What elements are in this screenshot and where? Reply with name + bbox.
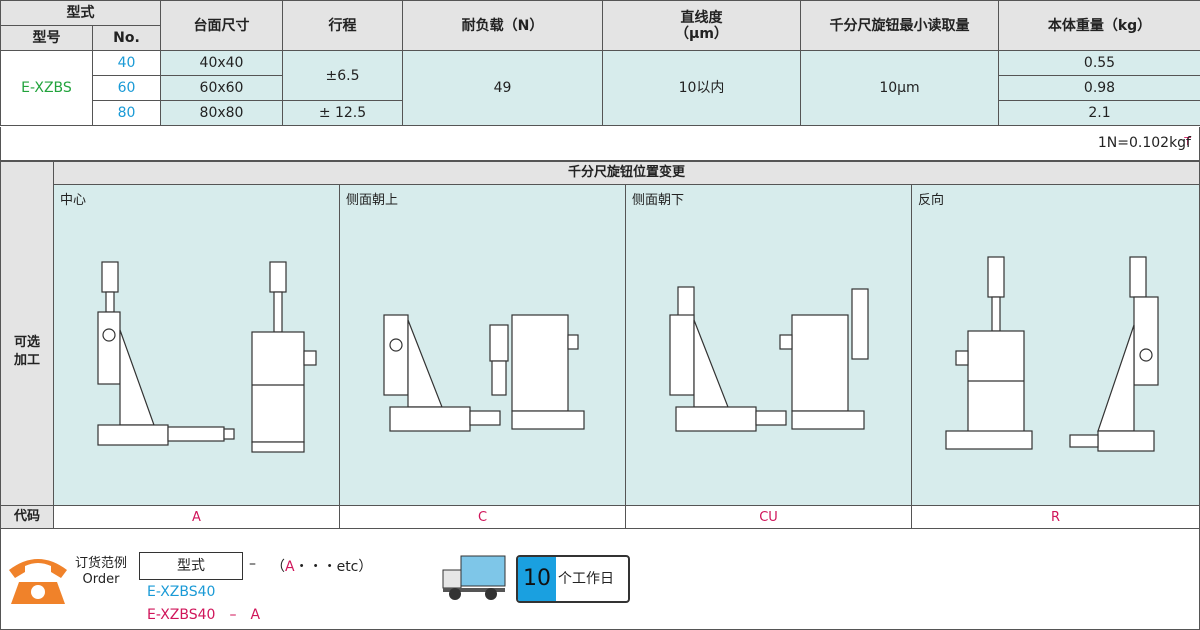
stage-side-up-drawing-icon <box>383 314 585 432</box>
code-value: A <box>54 506 340 528</box>
code-value: C <box>340 506 626 528</box>
phone-icon <box>9 559 67 604</box>
stage-reverse-drawing-icon <box>945 256 1159 452</box>
straightness-cell: 10以内 <box>602 50 801 126</box>
option-panel-center: 中心 <box>54 185 340 505</box>
no-cell: 60 <box>92 75 161 101</box>
options-header: 千分尺旋钮位置变更 <box>54 162 1199 185</box>
order-example-1: E-XZBS40 <box>147 584 216 600</box>
option-panel-side-down: 侧面朝下 <box>626 185 912 505</box>
micrometer-cell: 10μm <box>800 50 999 126</box>
spec-table: 型式 台面尺寸 行程 耐负载（N） 直线度 （μm） 千分尺旋钮最小读取量 本体… <box>0 0 1200 126</box>
code-value: R <box>1050 510 1061 525</box>
size-cell: 40x40 <box>160 50 283 76</box>
order-dash: – <box>249 556 256 572</box>
code-label: 代码 <box>1 506 54 528</box>
stage-center-drawing-icon <box>97 261 317 453</box>
model-cell: E-XZBS <box>0 50 93 126</box>
code-row: 代码 A C CU R <box>1 505 1199 528</box>
note-marker-icon: T <box>1184 135 1191 148</box>
option-panel-side-up: 侧面朝上 <box>340 185 626 505</box>
options-side-label: 可选 加工 <box>1 162 54 505</box>
stroke-large-cell: ± 12.5 <box>282 100 403 126</box>
header-micrometer: 千分尺旋钮最小读取量 <box>800 0 999 51</box>
header-model: 型号 <box>0 25 93 51</box>
order-label: 订货范例 Order <box>75 556 128 587</box>
panel-title: 反向 <box>918 193 945 208</box>
header-table-size: 台面尺寸 <box>160 0 283 51</box>
header-load: 耐负载（N） <box>402 0 603 51</box>
code-value: CU <box>626 506 912 528</box>
header-weight: 本体重量（kg） <box>998 0 1200 51</box>
order-example-2: E-XZBS40 – A <box>147 607 261 623</box>
panel-title: 中心 <box>60 193 87 208</box>
header-straightness: 直线度 （μm） <box>602 0 801 51</box>
delivery-truck-icon <box>442 555 506 600</box>
days-number: 10 <box>518 557 556 601</box>
panel-title: 侧面朝上 <box>346 193 399 208</box>
delivery-days-badge: 10 个工作日 <box>516 555 630 603</box>
option-panel-reverse: 反向 <box>912 185 1199 505</box>
options-section: 可选 加工 千分尺旋钮位置变更 中心 侧面朝上 <box>0 161 1200 529</box>
size-cell: 80x80 <box>160 100 283 126</box>
header-type-group: 型式 <box>0 0 161 26</box>
order-option-hint: （A・・・etc） <box>271 559 373 575</box>
no-cell: 80 <box>92 100 161 126</box>
weight-cell: 0.55 <box>998 50 1200 76</box>
stroke-small-cell: ±6.5 <box>282 50 403 101</box>
no-cell: 40 <box>92 50 161 76</box>
load-cell: 49 <box>402 50 603 126</box>
size-cell: 60x60 <box>160 75 283 101</box>
weight-cell: 2.1 <box>998 100 1200 126</box>
note-text: 1N=0.102kgf <box>1097 135 1191 151</box>
model-box: 型式 <box>139 552 243 580</box>
header-stroke: 行程 <box>282 0 403 51</box>
panel-title: 侧面朝下 <box>632 193 685 208</box>
days-text: 个工作日 <box>558 571 614 587</box>
stage-side-down-drawing-icon <box>669 286 869 432</box>
header-no: No. <box>92 25 161 51</box>
order-example-section: 订货范例 Order 型式 – （A・・・etc） E-XZBS40 E-XZB… <box>0 528 1200 630</box>
weight-cell: 0.98 <box>998 75 1200 101</box>
